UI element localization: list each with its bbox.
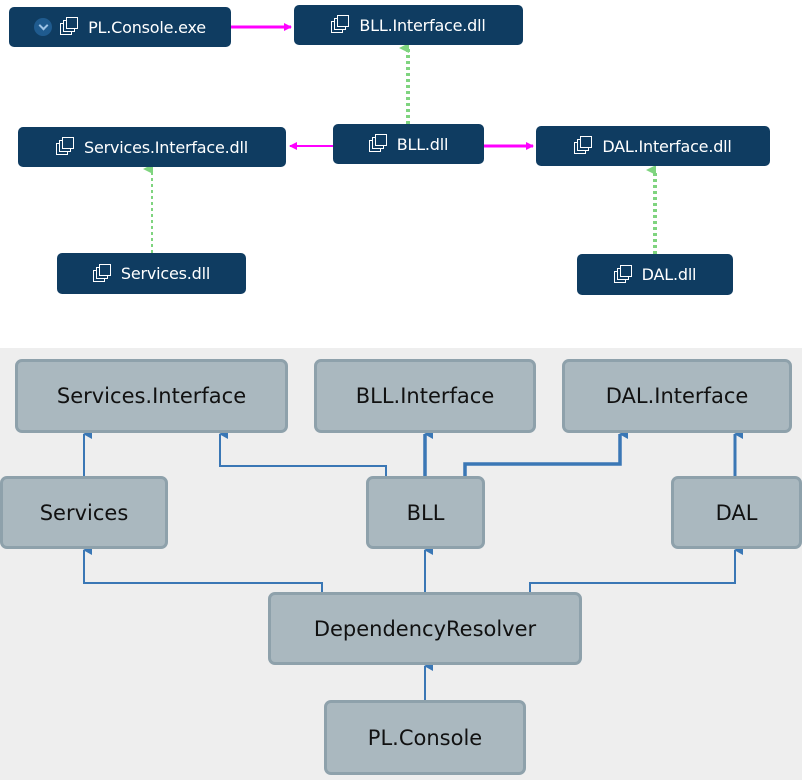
node-services-interface-dll[interactable]: Services.Interface.dll	[18, 127, 286, 167]
layer-label: BLL	[406, 500, 445, 525]
layer-dal[interactable]: DAL	[671, 476, 802, 549]
layer-label: Services.Interface	[56, 384, 247, 408]
node-services-dll[interactable]: Services.dll	[57, 253, 246, 294]
layer-label: DependencyResolver	[313, 616, 537, 641]
layer-label: Services	[39, 500, 129, 525]
node-dal-dll[interactable]: DAL.dll	[577, 254, 733, 295]
layer-services[interactable]: Services	[0, 476, 168, 549]
node-bll-dll[interactable]: BLL.dll	[333, 124, 484, 164]
layer-label: DAL.Interface	[605, 384, 749, 408]
layer-bll[interactable]: BLL	[366, 476, 485, 549]
assembly-icon	[331, 15, 351, 35]
layer-label: PL.Console	[367, 725, 483, 750]
layer-bll-interface[interactable]: BLL.Interface	[314, 359, 536, 433]
node-bll-interface-dll[interactable]: BLL.Interface.dll	[294, 5, 523, 45]
connector-bll-to-dalinterface	[463, 429, 628, 476]
layer-dependency-resolver[interactable]: DependencyResolver	[268, 592, 582, 665]
connector-resolver-to-dal	[529, 545, 743, 593]
assembly-icon	[92, 263, 113, 284]
node-label: Services.Interface.dll	[84, 137, 248, 157]
assembly-icon	[60, 17, 80, 37]
layer-label: DAL	[715, 500, 758, 525]
node-label: DAL.Interface.dll	[602, 136, 732, 156]
node-pl-console-exe[interactable]: PL.Console.exe	[9, 7, 231, 47]
connector-bll-to-servicesinterface	[219, 429, 387, 476]
layer-services-interface[interactable]: Services.Interface	[15, 359, 288, 433]
node-label: DAL.dll	[641, 265, 697, 284]
assembly-icon	[613, 264, 634, 285]
assembly-icon	[368, 134, 389, 154]
layer-pl-console[interactable]: PL.Console	[324, 700, 526, 775]
layer-label: BLL.Interface	[355, 384, 495, 408]
node-dal-interface-dll[interactable]: DAL.Interface.dll	[536, 126, 770, 166]
node-label: BLL.dll	[396, 134, 449, 154]
connector-resolver-to-services	[83, 545, 323, 593]
node-label: BLL.Interface.dll	[359, 15, 486, 35]
node-label: PL.Console.exe	[88, 17, 206, 37]
assembly-icon	[574, 136, 594, 156]
assembly-icon	[56, 137, 76, 157]
expand-chevron-icon[interactable]	[34, 18, 53, 36]
node-label: Services.dll	[120, 264, 211, 283]
layer-dal-interface[interactable]: DAL.Interface	[562, 359, 792, 433]
